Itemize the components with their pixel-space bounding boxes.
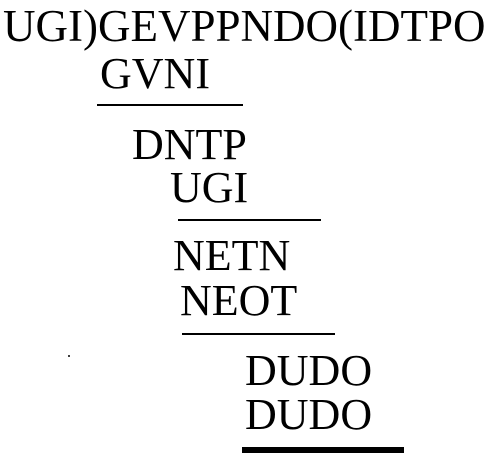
step1-rule bbox=[97, 104, 243, 106]
step1-product: GVNI bbox=[100, 49, 210, 98]
step2-remainder: DNTP bbox=[132, 120, 247, 169]
final-rule bbox=[242, 447, 404, 453]
division-header: UGI)GEVPPNDO(IDTPO bbox=[3, 1, 486, 51]
step2-rule bbox=[178, 219, 321, 221]
step4-product: DUDO bbox=[245, 390, 373, 439]
step2-product: UGI bbox=[170, 163, 249, 212]
step4-remainder: DUDO bbox=[245, 346, 373, 395]
print-speck bbox=[68, 355, 70, 357]
step3-remainder: NETN bbox=[173, 231, 291, 280]
step3-product: NEOT bbox=[180, 276, 298, 325]
step3-rule bbox=[182, 333, 335, 335]
